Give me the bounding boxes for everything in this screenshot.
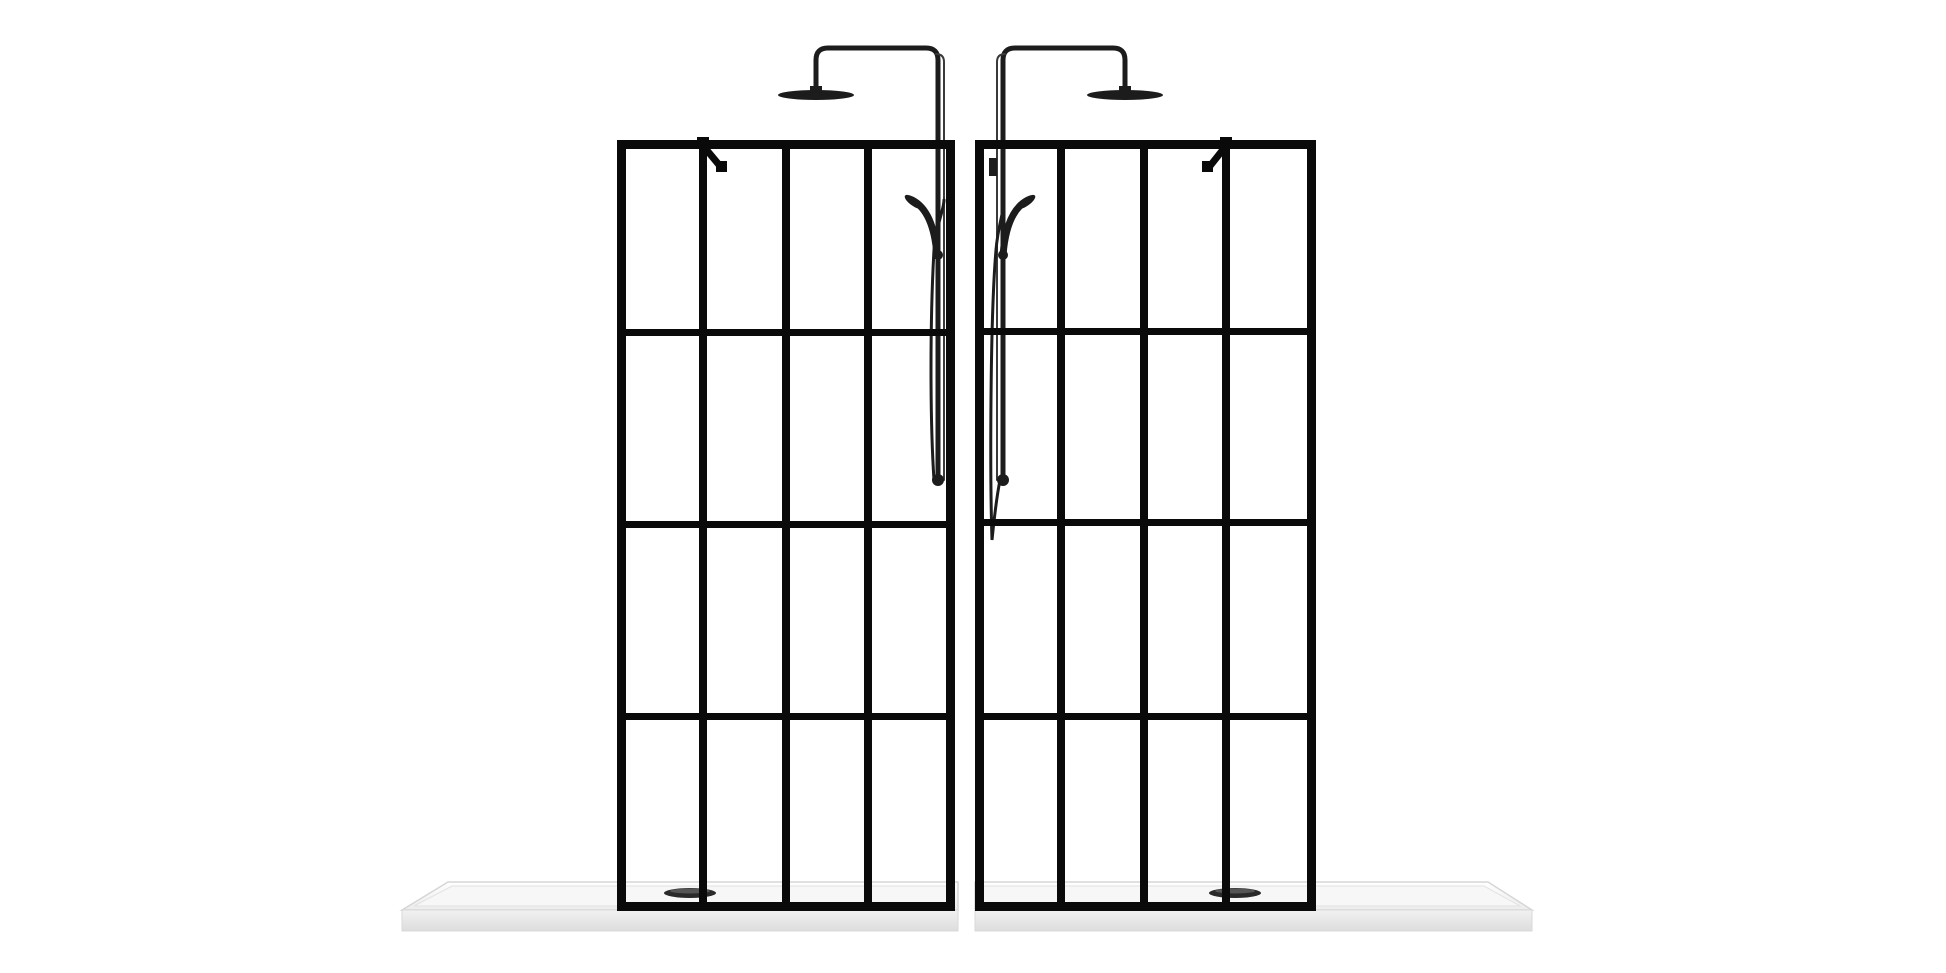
shower-hose <box>929 198 946 482</box>
mixer-valve-icon <box>997 474 1009 486</box>
wall-bracket-icon <box>697 137 727 172</box>
mixer-valve-icon <box>932 474 944 486</box>
left-shower-screen <box>617 137 955 911</box>
drain-icon <box>1209 888 1261 898</box>
wall-bracket-icon <box>1202 137 1232 172</box>
rain-showerhead-icon <box>778 90 854 100</box>
left-shower-fixture <box>778 45 946 486</box>
right-shower-screen <box>975 137 1316 911</box>
riser-pipe <box>1000 45 1128 483</box>
drain-icon <box>664 888 716 898</box>
rain-showerhead-icon <box>1087 90 1163 100</box>
riser-pipe <box>813 45 941 483</box>
